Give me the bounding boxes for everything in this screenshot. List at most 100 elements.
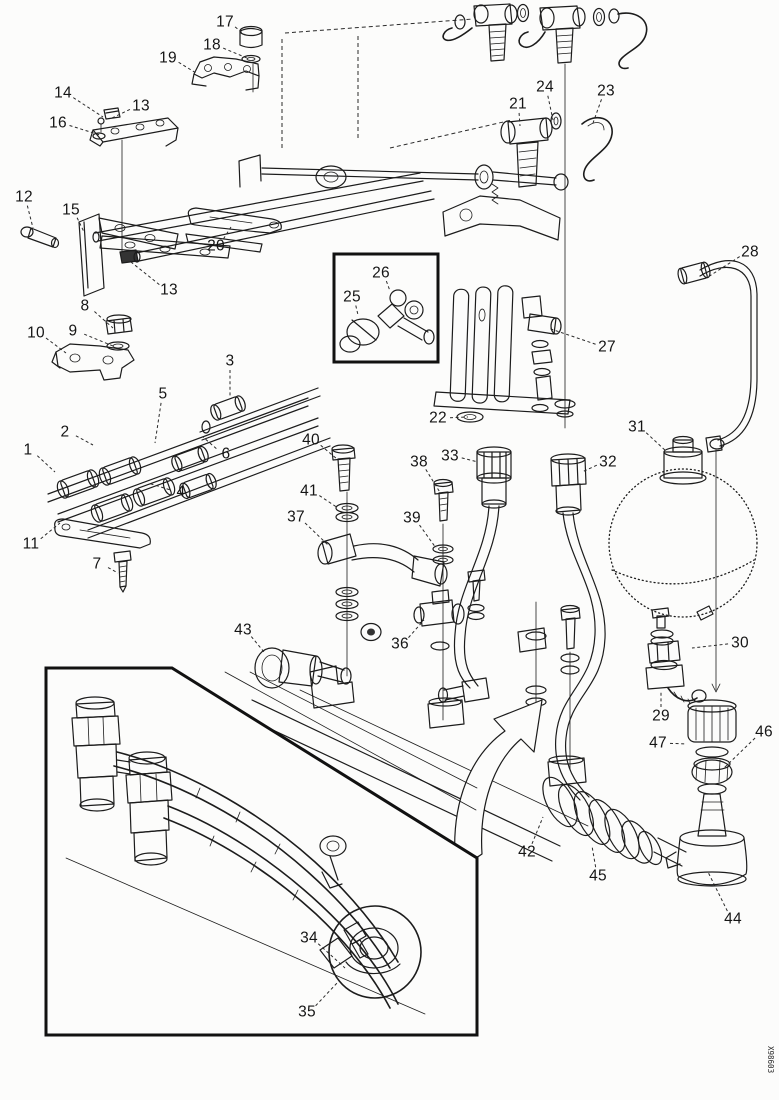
tie-rod-end-44 [665,757,748,887]
inset-hoses [113,751,399,1009]
callout-42: 42 [518,843,536,861]
callout-30: 30 [731,634,749,652]
leader-5 [154,402,162,444]
leader-10 [45,337,67,354]
leader-14 [73,97,104,118]
callout-33: 33 [441,447,459,465]
leader-43 [250,636,265,653]
leader-33 [461,457,479,463]
callout-29: 29 [652,707,670,725]
leader-36 [408,619,425,638]
leader-12 [26,205,34,229]
leader-13 [111,108,131,119]
callout-47: 47 [649,734,667,752]
leader-2 [75,435,94,446]
leader-15 [76,217,85,233]
leader-41 [319,495,339,509]
callout-40: 40 [302,431,320,449]
callout-24: 24 [536,78,554,96]
leader-42 [531,816,544,845]
callout-13: 13 [132,97,150,115]
fitting-3 [210,395,246,421]
leader-6 [202,436,217,450]
leader-26 [385,280,391,292]
callout-8: 8 [80,297,90,315]
inset-large [44,666,479,1037]
callout-38: 38 [410,453,428,471]
leader-25 [355,305,359,316]
tube-couplers [56,445,217,523]
callout-1: 1 [23,441,33,459]
fitting-6 [201,420,211,434]
hoses-32-33 [437,446,606,801]
leader-4 [147,482,170,491]
callout-23: 23 [597,82,615,100]
coupler-a [71,696,121,812]
callout-5: 5 [158,385,168,403]
leader-17 [234,26,246,36]
callout-44: 44 [724,910,742,928]
leader-21 [518,112,521,127]
callout-9: 9 [68,322,78,340]
callout-20: 20 [207,237,225,255]
callout-14: 14 [54,84,72,102]
hydraulic-lines [47,314,331,593]
leader-1 [36,455,56,473]
leader-46 [723,737,756,769]
callout-13: 13 [160,281,178,299]
callout-19: 19 [159,49,177,67]
callout-18: 18 [203,36,221,54]
bellows-45 [542,776,663,866]
callout-26: 26 [372,264,390,282]
callout-45: 45 [589,867,607,885]
callout-31: 31 [628,418,646,436]
callout-2: 2 [60,423,70,441]
fitting-29-30 [645,607,707,705]
callout-37: 37 [287,508,305,526]
bolt-stacks [309,444,587,787]
callout-10: 10 [27,324,45,342]
mounting-brackets [20,25,282,297]
leader-47 [669,742,687,745]
callout-17: 17 [216,13,234,31]
callout-46: 46 [755,723,773,741]
inset-small [332,252,440,364]
callout-27: 27 [598,338,616,356]
callout-3: 3 [225,352,235,370]
leader-22 [449,416,469,419]
callout-12: 12 [15,188,33,206]
leader-18 [223,47,248,59]
leader-31 [645,432,668,453]
callout-41: 41 [300,482,318,500]
callout-43: 43 [234,621,252,639]
callout-6: 6 [221,445,231,463]
leader-38 [425,469,442,495]
callout-11: 11 [22,535,40,553]
leader-11 [40,522,61,540]
leader-19 [178,61,197,74]
callout-21: 21 [509,95,527,113]
hose-28 [677,260,758,453]
callout-22: 22 [429,409,447,427]
callout-32: 32 [599,453,617,471]
callout-39: 39 [403,509,421,527]
leader-20 [223,226,232,240]
leader-23 [592,99,602,124]
drawing-code: X98603 [766,1046,775,1074]
leader-27 [547,327,596,345]
callout-4: 4 [176,483,186,501]
leader-39 [419,524,437,549]
hose-43 [254,622,382,689]
cap-47 [687,699,737,758]
leader-24 [547,95,554,121]
leader-30 [691,643,729,649]
leader-40 [320,444,338,460]
callout-16: 16 [49,114,67,132]
callout-35: 35 [298,1003,316,1021]
callout-7: 7 [92,555,102,573]
callout-34: 34 [300,929,318,947]
callout-36: 36 [391,635,409,653]
leader-32 [581,464,598,473]
